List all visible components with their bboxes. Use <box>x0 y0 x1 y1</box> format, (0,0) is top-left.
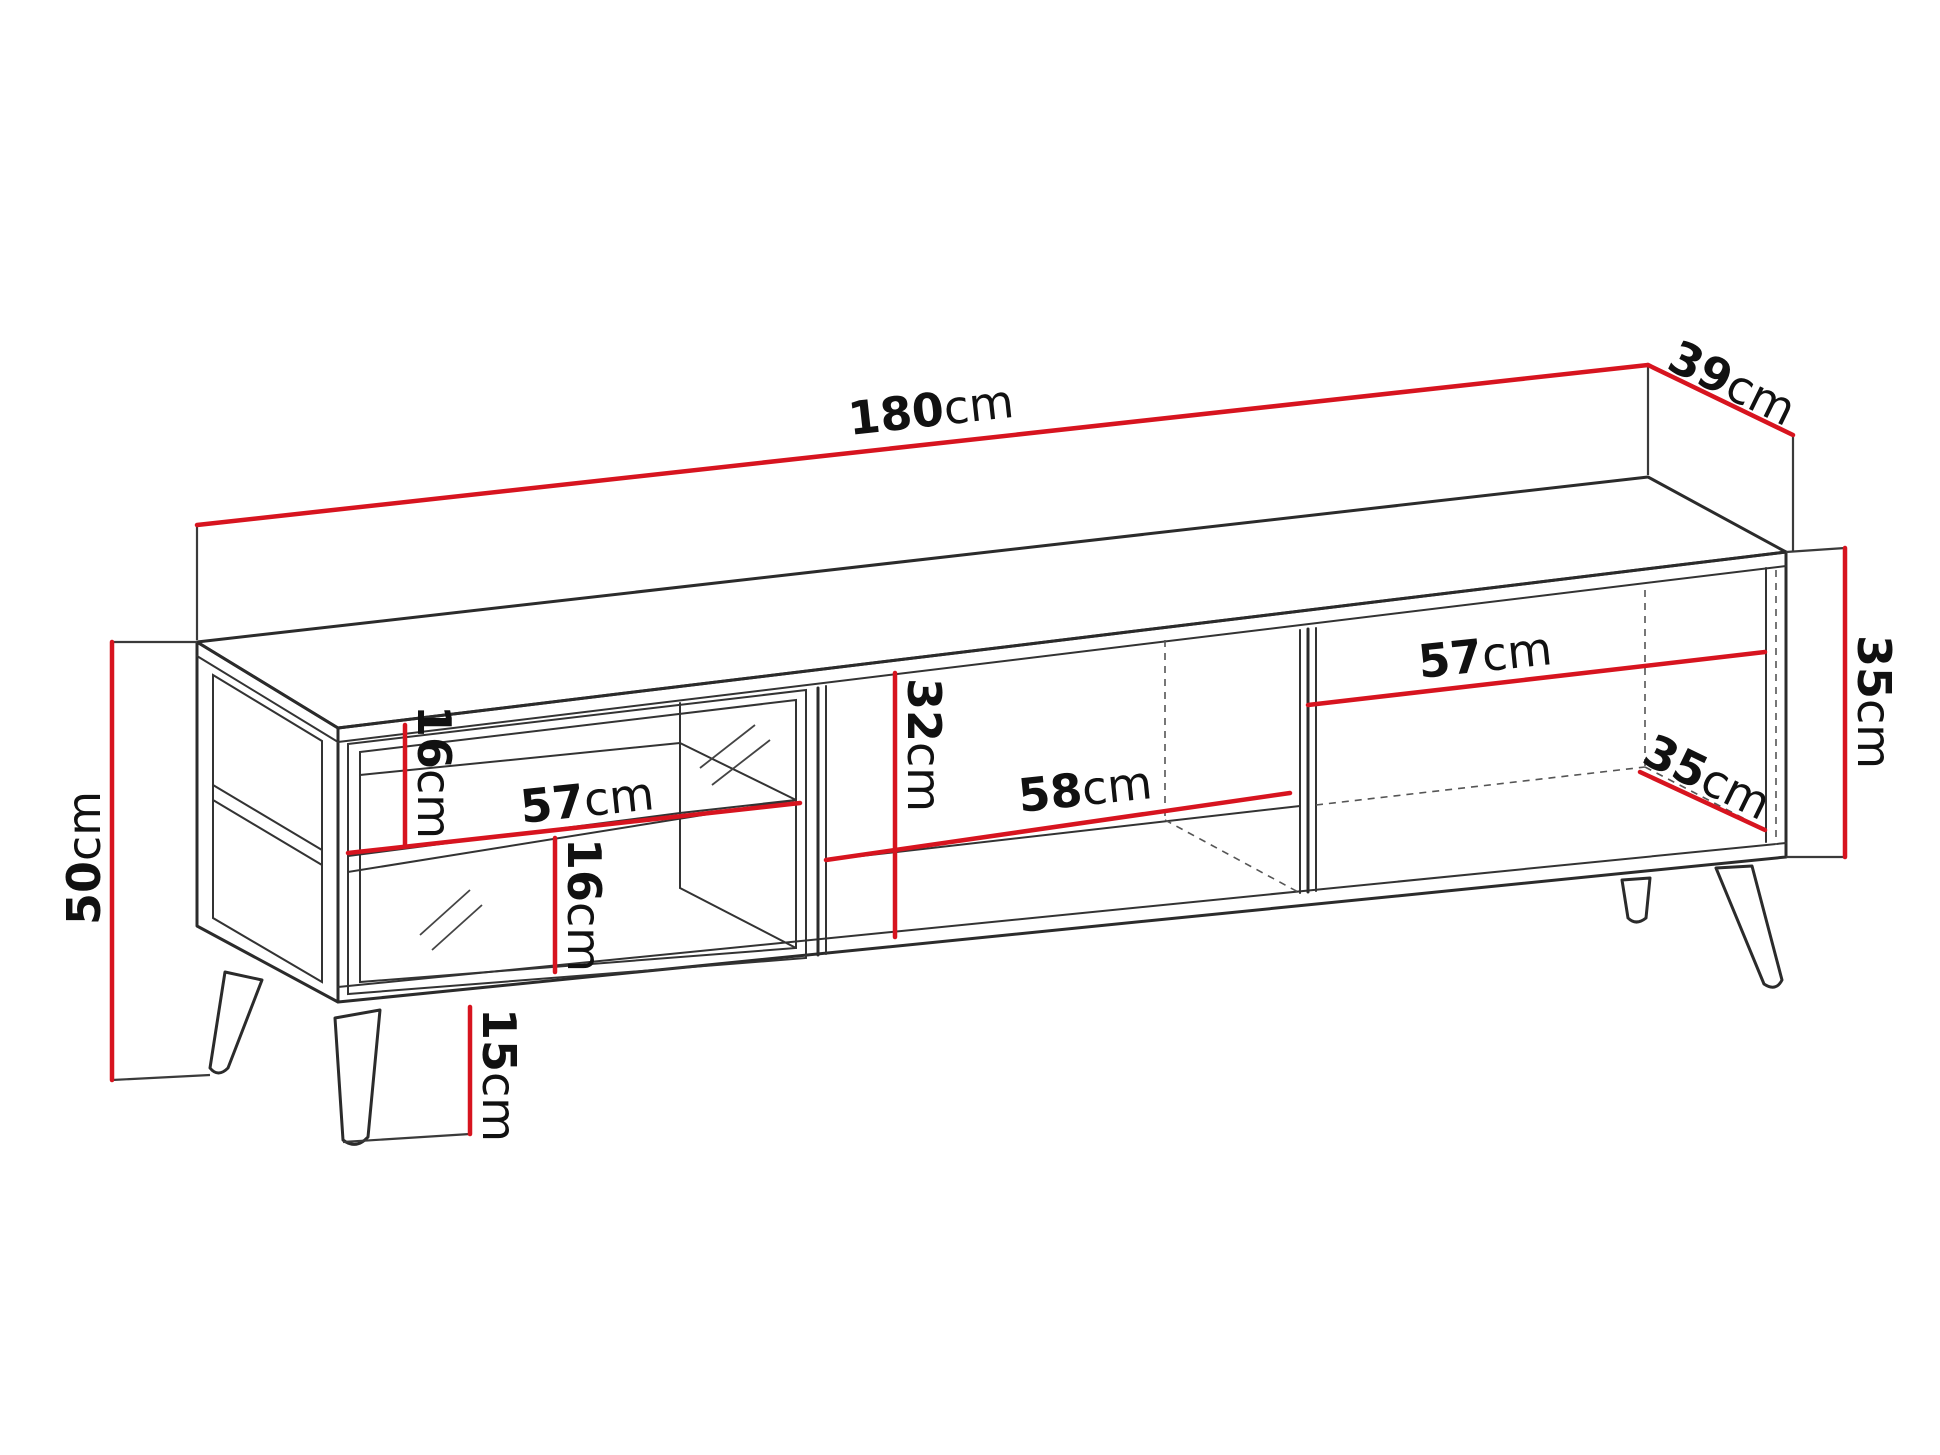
dimension-lines <box>109 362 1848 1137</box>
label-total-width: 180cm <box>845 374 1016 446</box>
label-right-depth: 35cm <box>1635 723 1779 830</box>
dim-line-vitrine-width <box>345 800 803 856</box>
leg-back-left <box>208 970 264 1075</box>
label-total-height: 50cm <box>57 791 111 925</box>
dim-line-total-width <box>194 362 1651 528</box>
cabinet-legs <box>208 864 1784 1146</box>
dim-line-right-width <box>1305 649 1768 708</box>
leg-front-right <box>1714 864 1784 989</box>
label-leg-height: 15cm <box>472 1008 526 1142</box>
middle-compartment <box>825 627 1310 955</box>
dim-line-right-depth <box>1637 769 1768 833</box>
cabinet-left-side <box>195 640 340 1004</box>
label-body-height: 35cm <box>1847 635 1901 769</box>
leg-front-left <box>333 1008 382 1146</box>
label-depth: 39cm <box>1660 329 1804 436</box>
label-middle-width: 58cm <box>1016 755 1155 823</box>
left-side-glass-frame <box>212 673 323 984</box>
glass-reflection-mark <box>699 724 756 769</box>
label-middle-height: 32cm <box>897 678 951 812</box>
dim-line-middle-width <box>823 790 1293 863</box>
extension-lines <box>111 364 1846 1144</box>
label-right-width: 57cm <box>1416 621 1555 689</box>
right-compartment <box>1315 567 1777 892</box>
label-vitrine-lower-height: 16cm <box>557 838 611 972</box>
dim-line-depth <box>1645 362 1796 438</box>
cabinet-top-surface <box>195 475 1788 730</box>
vitrine-door-frame <box>347 688 807 996</box>
label-vitrine-width: 57cm <box>518 766 657 834</box>
label-vitrine-upper-height: 16cm <box>407 705 461 839</box>
leg-back-right <box>1620 876 1652 924</box>
dimension-labels: 180cm 39cm 50cm 35cm 15cm 16cm 16cm 57cm… <box>57 329 1901 1142</box>
